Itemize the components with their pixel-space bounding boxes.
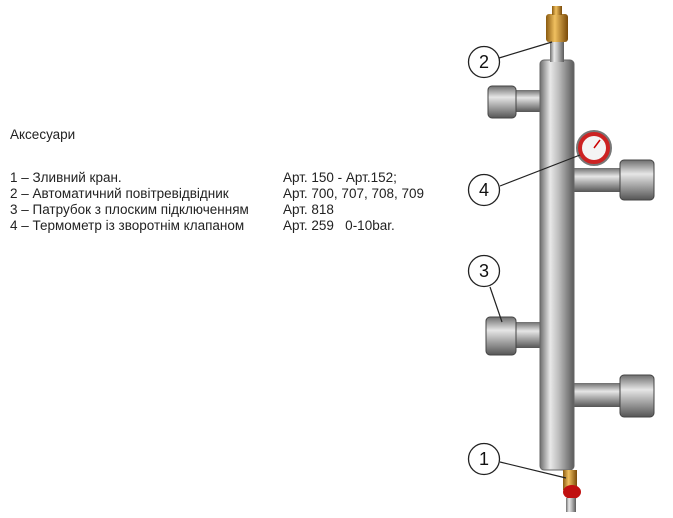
nozzle-right-bottom	[568, 374, 655, 418]
section-title: Аксесуари	[10, 127, 76, 142]
drain-valve-icon	[563, 470, 581, 512]
item-desc-4: 4 – Термометр із зворотнім клапаном	[10, 218, 245, 233]
item-desc-2: 2 – Автоматичний повітревідвідник	[10, 186, 229, 201]
callout-2: 2	[467, 45, 501, 79]
callout-4: 4	[467, 173, 501, 207]
separator-body	[539, 59, 575, 471]
item-desc-3: 3 – Патрубок з плоским підключенням	[10, 202, 249, 217]
item-art-4: Арт. 259 0-10bar.	[283, 218, 395, 233]
item-art-1: Арт. 150 - Арт.152;	[283, 170, 397, 185]
callout-3: 3	[467, 254, 501, 288]
nozzle-left-top	[487, 85, 545, 119]
thermometer-gauge-icon	[576, 130, 612, 166]
svg-text:3: 3	[479, 261, 489, 281]
item-art-2: Арт. 700, 707, 708, 709	[283, 186, 425, 201]
svg-text:1: 1	[479, 449, 489, 469]
nozzle-left-bottom	[485, 316, 545, 356]
nozzle-right-top	[568, 159, 655, 201]
svg-text:4: 4	[479, 180, 489, 200]
item-desc-1: 1 – Зливний кран.	[10, 170, 122, 185]
callout-1: 1	[467, 442, 501, 476]
svg-text:2: 2	[479, 52, 489, 72]
item-art-3: Арт. 818	[283, 202, 334, 217]
air-vent-icon	[546, 6, 568, 62]
